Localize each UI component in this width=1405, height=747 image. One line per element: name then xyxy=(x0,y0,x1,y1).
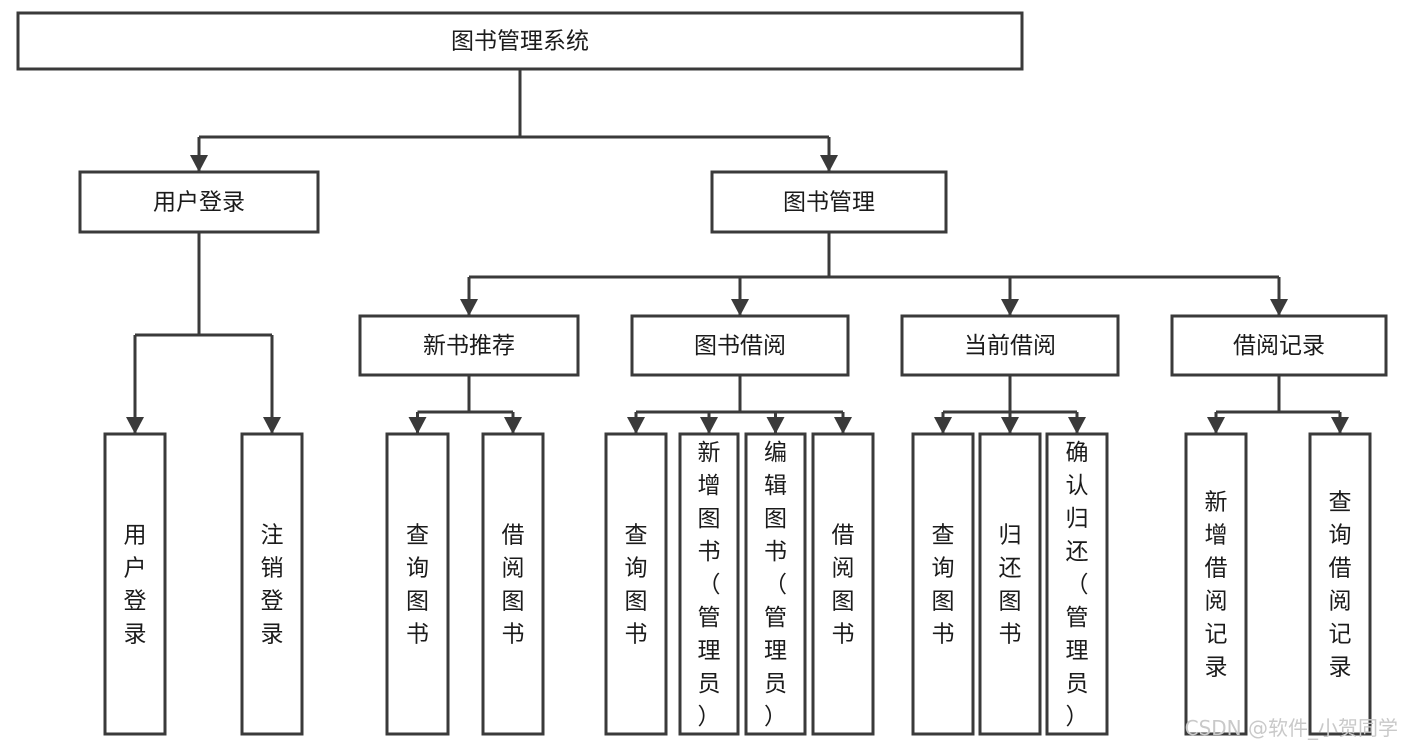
node-user-login[interactable]: 用户登录 xyxy=(78,170,320,234)
leaf-box xyxy=(678,432,740,736)
node-box xyxy=(1170,314,1388,377)
node-label: 图书管理 xyxy=(783,190,875,216)
leaf-leaf-borrow-book-1[interactable]: 借阅图书 xyxy=(481,432,545,736)
leaf-leaf-add-record[interactable]: 新增借阅记录 xyxy=(1184,432,1248,736)
arrow-head-icon xyxy=(1068,417,1086,434)
leaf-label: 查询图书 xyxy=(625,522,648,647)
arrow-head-icon xyxy=(1207,417,1225,434)
leaf-box xyxy=(1184,432,1248,736)
leaf-label: 借阅图书 xyxy=(832,522,855,647)
leaf-leaf-user-login[interactable]: 用户登录 xyxy=(103,432,167,736)
node-label: 图书管理系统 xyxy=(451,29,589,55)
node-box xyxy=(16,11,1024,71)
node-box xyxy=(630,314,850,377)
leaf-box xyxy=(811,432,875,736)
arrow-head-icon xyxy=(408,417,427,434)
leaf-leaf-query-record[interactable]: 查询借阅记录 xyxy=(1308,432,1372,736)
leaf-label: 新增图书（管理员） xyxy=(698,440,721,730)
leaf-box xyxy=(744,432,807,736)
leaf-box xyxy=(240,432,304,736)
node-box xyxy=(358,314,580,377)
arrow-head-icon xyxy=(934,417,952,434)
node-box xyxy=(900,314,1120,377)
leaf-label: 用户登录 xyxy=(124,522,147,647)
node-label: 新书推荐 xyxy=(423,333,515,359)
leaf-layer: 用户登录 注销登录 查询图书 借阅图书 查询图书 新增图书（管理员） 编辑图书（管理员） 借阅… xyxy=(103,432,1372,736)
leaf-box xyxy=(481,432,545,736)
connector-layer xyxy=(126,69,1349,434)
node-book-manage[interactable]: 图书管理 xyxy=(710,170,948,234)
leaf-leaf-query-book-3[interactable]: 查询图书 xyxy=(911,432,975,736)
leaf-leaf-confirm-return[interactable]: 确认归还（管理员） xyxy=(1045,432,1109,736)
leaf-label: 注销登录 xyxy=(261,522,284,647)
arrow-head-icon xyxy=(1331,417,1349,434)
leaf-label: 编辑图书（管理员） xyxy=(764,440,787,730)
arrow-head-icon xyxy=(731,299,749,316)
leaf-label: 确认归还（管理员） xyxy=(1066,440,1089,730)
node-label: 当前借阅 xyxy=(964,333,1056,359)
leaf-box xyxy=(911,432,975,736)
leaf-box xyxy=(385,432,450,736)
leaf-leaf-return-book[interactable]: 归还图书 xyxy=(978,432,1042,736)
leaf-box xyxy=(604,432,668,736)
leaf-label: 查询借阅记录 xyxy=(1329,489,1352,680)
arrow-head-icon xyxy=(1001,299,1019,316)
leaf-box xyxy=(103,432,167,736)
arrow-head-icon xyxy=(190,155,208,172)
leaf-label: 新增借阅记录 xyxy=(1205,489,1228,680)
leaf-leaf-query-book-2[interactable]: 查询图书 xyxy=(604,432,668,736)
leaf-leaf-add-book[interactable]: 新增图书（管理员） xyxy=(678,432,740,736)
arrow-head-icon xyxy=(820,155,838,172)
node-label: 用户登录 xyxy=(153,190,245,216)
leaf-label: 归还图书 xyxy=(999,522,1022,647)
node-borrow-record[interactable]: 借阅记录 xyxy=(1170,314,1388,377)
watermark-label: CSDN @软件_小贺同学 xyxy=(1185,716,1398,740)
arrow-head-icon xyxy=(1270,299,1288,316)
leaf-leaf-query-book-1[interactable]: 查询图书 xyxy=(385,432,450,736)
arrow-head-icon xyxy=(263,417,281,434)
node-current-borrow[interactable]: 当前借阅 xyxy=(900,314,1120,377)
leaf-leaf-logout[interactable]: 注销登录 xyxy=(240,432,304,736)
node-root[interactable]: 图书管理系统 xyxy=(16,11,1024,71)
leaf-label: 借阅图书 xyxy=(502,522,525,647)
arrow-head-icon xyxy=(834,417,852,434)
node-box xyxy=(710,170,948,234)
arrow-head-icon xyxy=(126,417,144,434)
node-new-book-recommend[interactable]: 新书推荐 xyxy=(358,314,580,377)
node-label: 借阅记录 xyxy=(1233,333,1325,359)
leaf-box xyxy=(978,432,1042,736)
arrow-head-icon xyxy=(627,417,645,434)
node-book-borrow[interactable]: 图书借阅 xyxy=(630,314,850,377)
leaf-label: 查询图书 xyxy=(406,522,429,647)
arrow-head-icon xyxy=(504,417,522,434)
leaf-box xyxy=(1308,432,1372,736)
node-box xyxy=(78,170,320,234)
arrow-head-icon xyxy=(700,417,718,434)
arrow-head-icon xyxy=(1001,417,1019,434)
arrow-head-icon xyxy=(460,299,478,316)
leaf-label: 查询图书 xyxy=(932,522,955,647)
node-label: 图书借阅 xyxy=(694,333,786,359)
leaf-leaf-edit-book[interactable]: 编辑图书（管理员） xyxy=(744,432,807,736)
arrow-head-icon xyxy=(766,417,785,434)
leaf-leaf-borrow-book-2[interactable]: 借阅图书 xyxy=(811,432,875,736)
leaf-box xyxy=(1045,432,1109,736)
